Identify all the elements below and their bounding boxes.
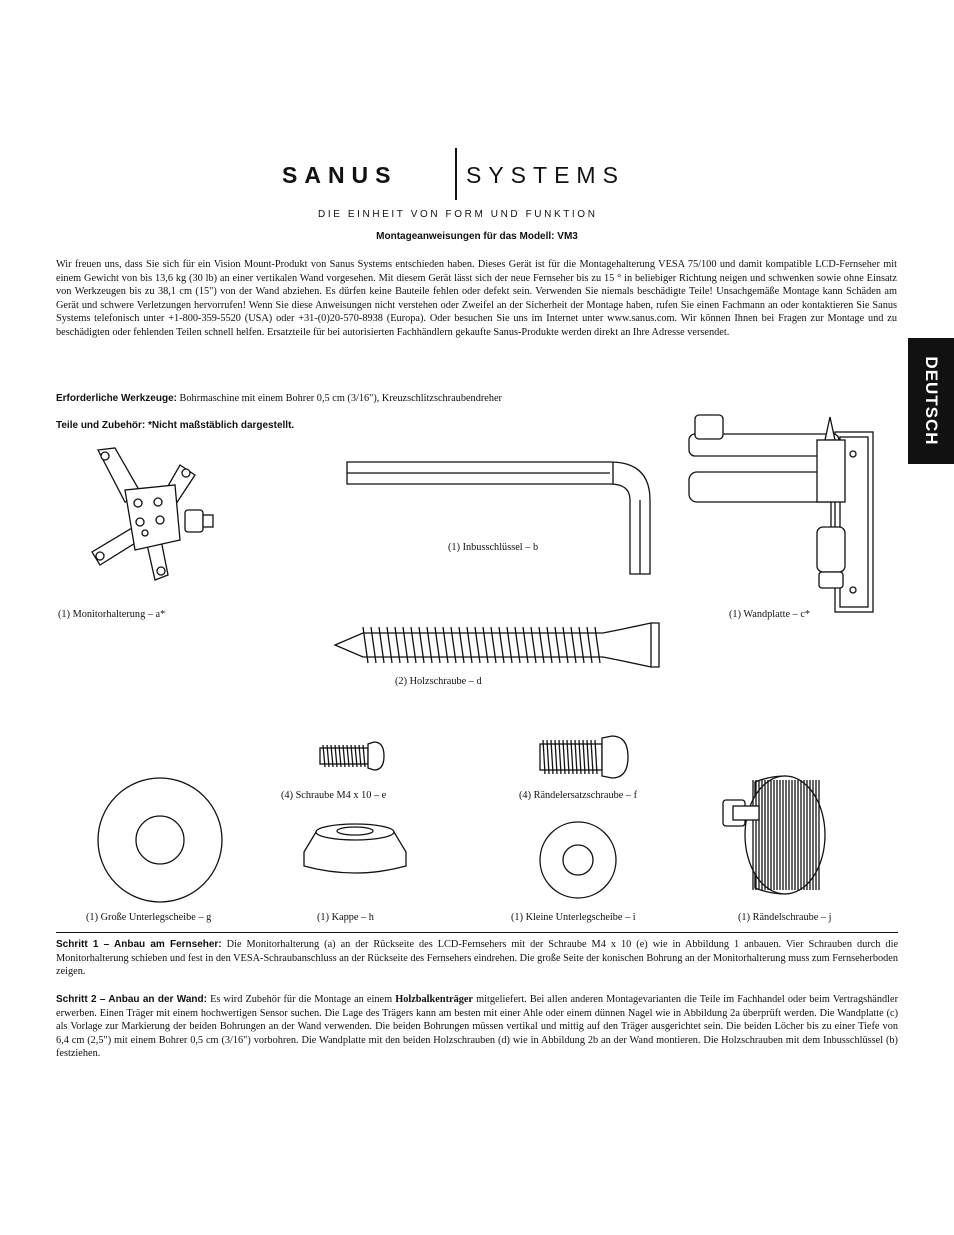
- part-a-caption: (1) Monitorhalterung – a*: [58, 609, 166, 620]
- thread-line: [342, 744, 346, 768]
- thread-line: [394, 626, 401, 664]
- part-e-caption: (4) Schraube M4 x 10 – e: [281, 790, 387, 801]
- thread-line: [590, 739, 594, 775]
- part-h-caption: (1) Kappe – h: [317, 912, 374, 923]
- cap-drawing: [303, 823, 407, 874]
- thread-line: [546, 626, 553, 664]
- part-f-caption: (4) Rändelersatzschraube – f: [519, 790, 638, 801]
- sanus-logo: SANUS SYSTEMS: [282, 146, 682, 202]
- thread-line: [538, 626, 545, 664]
- brand-systems: SYSTEMS: [466, 162, 625, 188]
- thread-line: [386, 626, 393, 664]
- thread-line: [542, 739, 546, 775]
- step-1-label: Schritt 1 – Anbau am Fernseher:: [56, 939, 222, 950]
- thread-line: [582, 739, 586, 775]
- thumb-screw-drawing: [722, 775, 826, 895]
- part-j-caption: (1) Rändelschraube – j: [738, 912, 832, 923]
- wood-screw-drawing: [333, 622, 660, 668]
- part-i-caption: (1) Kleine Unterlegscheibe – i: [511, 912, 636, 923]
- language-tab: DEUTSCH: [908, 338, 954, 464]
- thread-line: [594, 739, 598, 775]
- thread-line: [358, 744, 362, 768]
- intro-paragraph: Wir freuen uns, dass Sie sich für ein Vi…: [56, 259, 897, 338]
- thread-line: [434, 626, 441, 664]
- monitor-bracket-drawing: [91, 447, 214, 581]
- tagline: DIE EINHEIT VON FORM UND FUNKTION: [318, 209, 598, 220]
- language-tab-label: DEUTSCH: [922, 356, 941, 446]
- tools-line: Erforderliche Werkzeuge: Bohrmaschine mi…: [56, 393, 502, 404]
- part-c-caption: (1) Wandplatte – c*: [729, 609, 811, 620]
- thread-line: [570, 739, 574, 775]
- part-b-caption: (1) Inbusschlüssel – b: [448, 542, 539, 553]
- thread-line: [322, 744, 326, 768]
- thread-line: [362, 744, 366, 768]
- thread-line: [402, 626, 409, 664]
- thread-line: [530, 626, 537, 664]
- step-2-text-b: mitgeliefert. Bei allen anderen Montagev…: [56, 994, 899, 1059]
- thread-line: [442, 626, 449, 664]
- thread-line: [378, 626, 385, 664]
- thread-line: [490, 626, 497, 664]
- thread-line: [566, 739, 570, 775]
- thread-line: [410, 626, 417, 664]
- step-1: Schritt 1 – Anbau am Fernseher: Die Moni…: [56, 938, 898, 979]
- thread-line: [482, 626, 489, 664]
- thread-line: [578, 739, 582, 775]
- wall-plate-drawing: [688, 414, 874, 613]
- thread-line: [350, 744, 354, 768]
- thread-line: [574, 739, 578, 775]
- m4-screw-drawing: [319, 741, 385, 771]
- logo-divider: [455, 148, 457, 200]
- thread-line: [466, 626, 473, 664]
- thread-line: [458, 626, 465, 664]
- thread-line: [326, 744, 330, 768]
- thread-line: [550, 739, 554, 775]
- thread-line: [570, 626, 577, 664]
- thread-line: [586, 626, 593, 664]
- page-title: Montageanweisungen für das Modell: VM3: [376, 231, 578, 242]
- step-2: Schritt 2 – Anbau an der Wand: Es wird Z…: [56, 993, 898, 1061]
- step-2-label: Schritt 2 – Anbau an der Wand:: [56, 994, 207, 1005]
- tools-label: Erforderliche Werkzeuge:: [56, 393, 177, 404]
- thread-line: [586, 739, 590, 775]
- brand-sanus: SANUS: [282, 162, 398, 188]
- thread-line: [578, 626, 585, 664]
- thread-line: [474, 626, 481, 664]
- large-washer-drawing: [97, 777, 223, 903]
- step-2-text-a: Es wird Zubehör für die Montage an einem: [206, 994, 396, 1005]
- parts-heading: Teile und Zubehör: *Nicht maßstäblich da…: [56, 420, 295, 431]
- thread-line: [354, 744, 358, 768]
- thread-line: [498, 626, 505, 664]
- thread-line: [506, 626, 513, 664]
- thread-line: [594, 626, 601, 664]
- thread-line: [554, 626, 561, 664]
- thread-line: [514, 626, 521, 664]
- knurled-screw-drawing: [539, 735, 629, 779]
- thread-line: [450, 626, 457, 664]
- thread-line: [334, 744, 338, 768]
- thread-line: [426, 626, 433, 664]
- part-g-caption: (1) Große Unterlegscheibe – g: [86, 912, 212, 923]
- thread-line: [418, 626, 425, 664]
- thread-line: [562, 626, 569, 664]
- thread-line: [562, 739, 566, 775]
- thread-line: [546, 739, 550, 775]
- thread-line: [370, 626, 377, 664]
- step-2-bold-word: Holzbalkenträger: [395, 994, 474, 1005]
- tools-text: Bohrmaschine mit einem Bohrer 0,5 cm (3/…: [176, 393, 502, 404]
- thread-line: [554, 739, 558, 775]
- thread-line: [522, 626, 529, 664]
- hex-key-drawing: [346, 461, 651, 575]
- thread-line: [362, 626, 369, 664]
- thread-line: [338, 744, 342, 768]
- thread-line: [558, 739, 562, 775]
- part-d-caption: (2) Holzschraube – d: [395, 676, 482, 687]
- section-divider: [56, 932, 898, 933]
- small-washer-drawing: [539, 821, 617, 899]
- step-1-text: Die Monitorhalterung (a) an der Rückseit…: [56, 939, 899, 977]
- thread-line: [330, 744, 334, 768]
- thread-line: [346, 744, 350, 768]
